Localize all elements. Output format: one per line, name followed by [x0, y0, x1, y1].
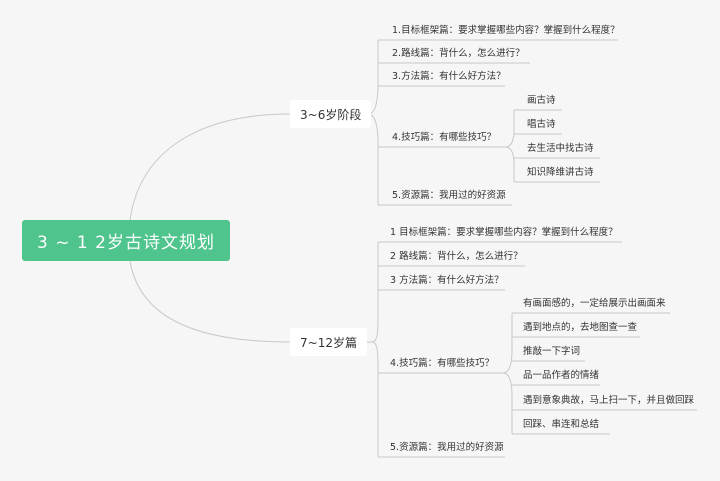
b2-item-goal-framework[interactable]: 1 目标框架篇：要求掌握哪些内容？掌握到什么程度？: [390, 227, 618, 238]
b2-sub-allusion-review[interactable]: 遇到意象典故，马上扫一下，并且做回踩: [523, 395, 695, 406]
branch-age-3-6[interactable]: 3~6岁阶段: [290, 100, 372, 128]
b2-sub-check-map[interactable]: 遇到地点的，去地图查一查: [523, 322, 638, 333]
b2-sub-show-imagery[interactable]: 有画面感的，一定给展示出画面来: [523, 298, 666, 309]
b1-item-technique[interactable]: 4.技巧篇：有哪些技巧？: [392, 132, 497, 143]
b2-item-resources[interactable]: 5.资源篇：我用过的好资源: [390, 442, 504, 453]
b1-sub-sing-poems[interactable]: 唱古诗: [527, 119, 556, 130]
b1-sub-find-in-life[interactable]: 去生活中找古诗: [527, 143, 594, 154]
b2-item-route[interactable]: 2 路线篇：背什么，怎么进行？: [390, 251, 523, 262]
b1-item-goal-framework[interactable]: 1.目标框架篇：要求掌握哪些内容？掌握到什么程度？: [392, 25, 620, 36]
b1-sub-draw-poems[interactable]: 画古诗: [527, 95, 556, 106]
b1-item-route[interactable]: 2.路线篇：背什么，怎么进行？: [392, 48, 525, 59]
b1-sub-simplify-explain[interactable]: 知识降维讲古诗: [527, 167, 594, 178]
b2-item-method[interactable]: 3 方法篇：有什么好方法？: [390, 275, 504, 286]
b1-item-resources[interactable]: 5.资源篇：我用过的好资源: [392, 190, 506, 201]
branch-age-7-12[interactable]: 7~12岁篇: [290, 328, 367, 356]
b2-sub-review-summarize[interactable]: 回踩、串连和总结: [523, 419, 600, 430]
b2-sub-author-emotion[interactable]: 品一品作者的情绪: [523, 370, 600, 381]
root-topic[interactable]: 3 ~ 1 2岁古诗文规划: [22, 220, 230, 261]
b2-sub-refine-words[interactable]: 推敲一下字词: [523, 346, 581, 357]
b2-item-technique[interactable]: 4.技巧篇：有哪些技巧？: [390, 358, 495, 369]
b1-item-method[interactable]: 3.方法篇：有什么好方法？: [392, 71, 506, 82]
